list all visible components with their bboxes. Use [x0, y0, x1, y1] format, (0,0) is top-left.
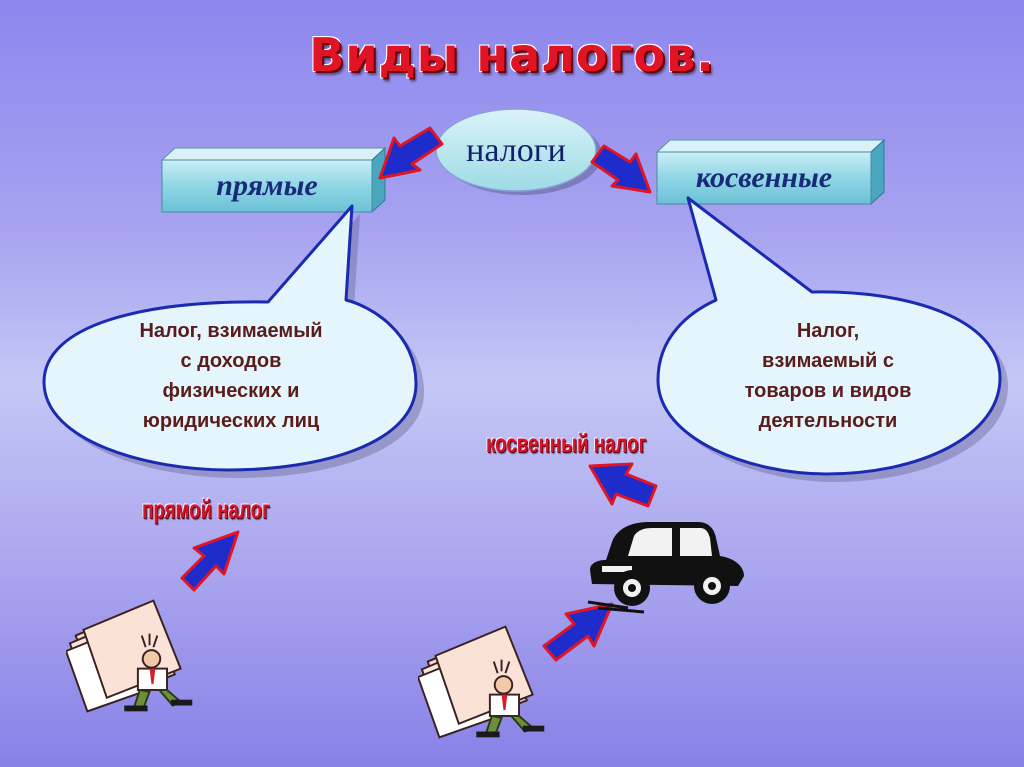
definition-line: взимаемый с [762, 350, 894, 372]
arrow-to-indirect-icon [590, 144, 652, 194]
definition-line: деятельности [758, 410, 898, 432]
indirect-tax-definition: Налог, взимаемый с товаров и видов деяте… [680, 316, 976, 436]
arrow-up-direct-icon [180, 530, 240, 592]
arrow-to-car-icon [542, 602, 614, 662]
definition-line: с доходов [180, 350, 282, 372]
indirect-taxes-label: косвенные [695, 161, 833, 194]
definition-line: физических и [162, 380, 300, 402]
definition-line: Налог, взимаемый [139, 320, 323, 342]
right-box-shape [655, 138, 886, 206]
direct-taxes-label: прямые [216, 169, 318, 202]
arrow-to-direct-icon [378, 126, 444, 180]
definition-line: товаров и видов [744, 380, 912, 402]
right-speech-bubble [656, 196, 1008, 482]
car-icon [587, 522, 744, 614]
definition-line: Налог, [796, 320, 860, 342]
page-title: Виды налогов. [309, 28, 715, 82]
document-carrier-icon [66, 599, 194, 713]
document-carrier-icon [418, 625, 546, 739]
direct-tax-tag: прямой налог [142, 494, 270, 524]
arrow-up-indirect-icon [588, 462, 658, 508]
left-box-shape [160, 146, 387, 214]
left-speech-bubble [42, 204, 424, 478]
definition-line: юридических лиц [142, 410, 320, 432]
center-label: налоги [466, 132, 566, 169]
direct-tax-definition: Налог, взимаемый с доходов физических и … [66, 316, 396, 436]
center-oval-shape [435, 108, 602, 195]
indirect-tax-tag: косвенный налог [486, 428, 647, 458]
